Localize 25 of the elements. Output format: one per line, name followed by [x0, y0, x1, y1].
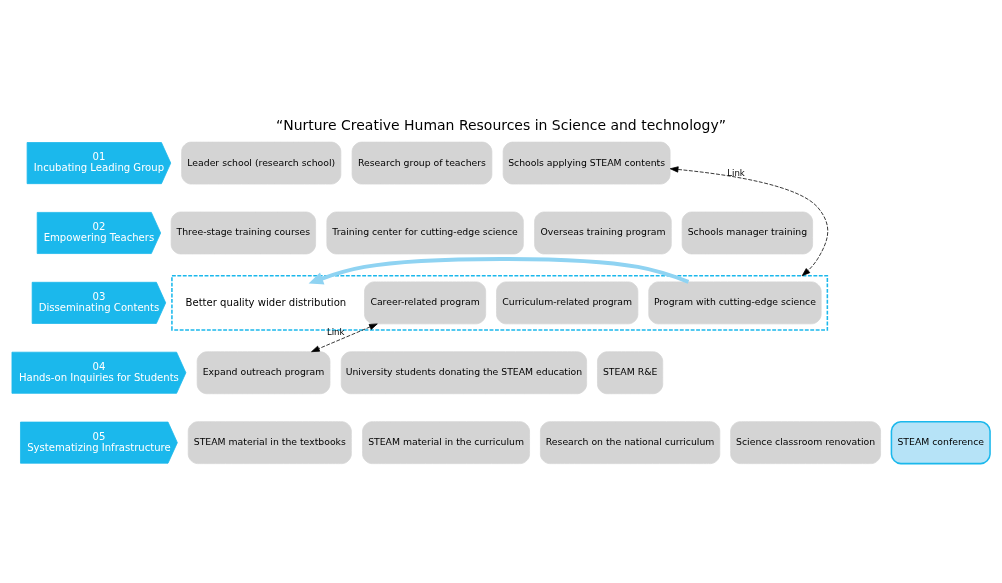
- node-box: Science classroom renovation: [730, 420, 881, 464]
- node-box: Expand outreach program: [196, 350, 331, 394]
- node-box: University students donating the STEAM education: [340, 350, 587, 394]
- node-box: Overseas training program: [534, 211, 672, 254]
- node-box: Three-stage training courses: [170, 211, 316, 254]
- node-box: Schools manager training: [681, 211, 813, 254]
- node-box: STEAM material in the textbooks: [187, 420, 352, 464]
- node-text: Better quality wider distribution: [185, 296, 347, 308]
- node-box: STEAM R&E: [597, 350, 664, 394]
- node-box: Career-related program: [364, 281, 487, 324]
- node-box: Curriculum-related program: [496, 281, 639, 324]
- node-box: Schools applying STEAM contents: [502, 141, 671, 184]
- edge-label: Link: [326, 326, 345, 337]
- arrow: [308, 256, 690, 284]
- edge-label: Link: [727, 167, 745, 178]
- node-box: STEAM material in the curriculum: [362, 420, 530, 464]
- diagram-title: “Nurture Creative Human Resources in Science and technology”: [276, 116, 726, 133]
- arrow: [669, 165, 829, 276]
- node-box: Leader school (research school): [181, 141, 342, 184]
- node-box: STEAM conference: [890, 420, 991, 464]
- node-box: Research on the national curriculum: [540, 420, 721, 464]
- node-box: Program with cutting-edge science: [648, 281, 822, 324]
- arrow: [311, 323, 378, 352]
- node-box: Training center for cutting-edge science: [326, 211, 524, 254]
- node-box: Research group of teachers: [351, 141, 493, 184]
